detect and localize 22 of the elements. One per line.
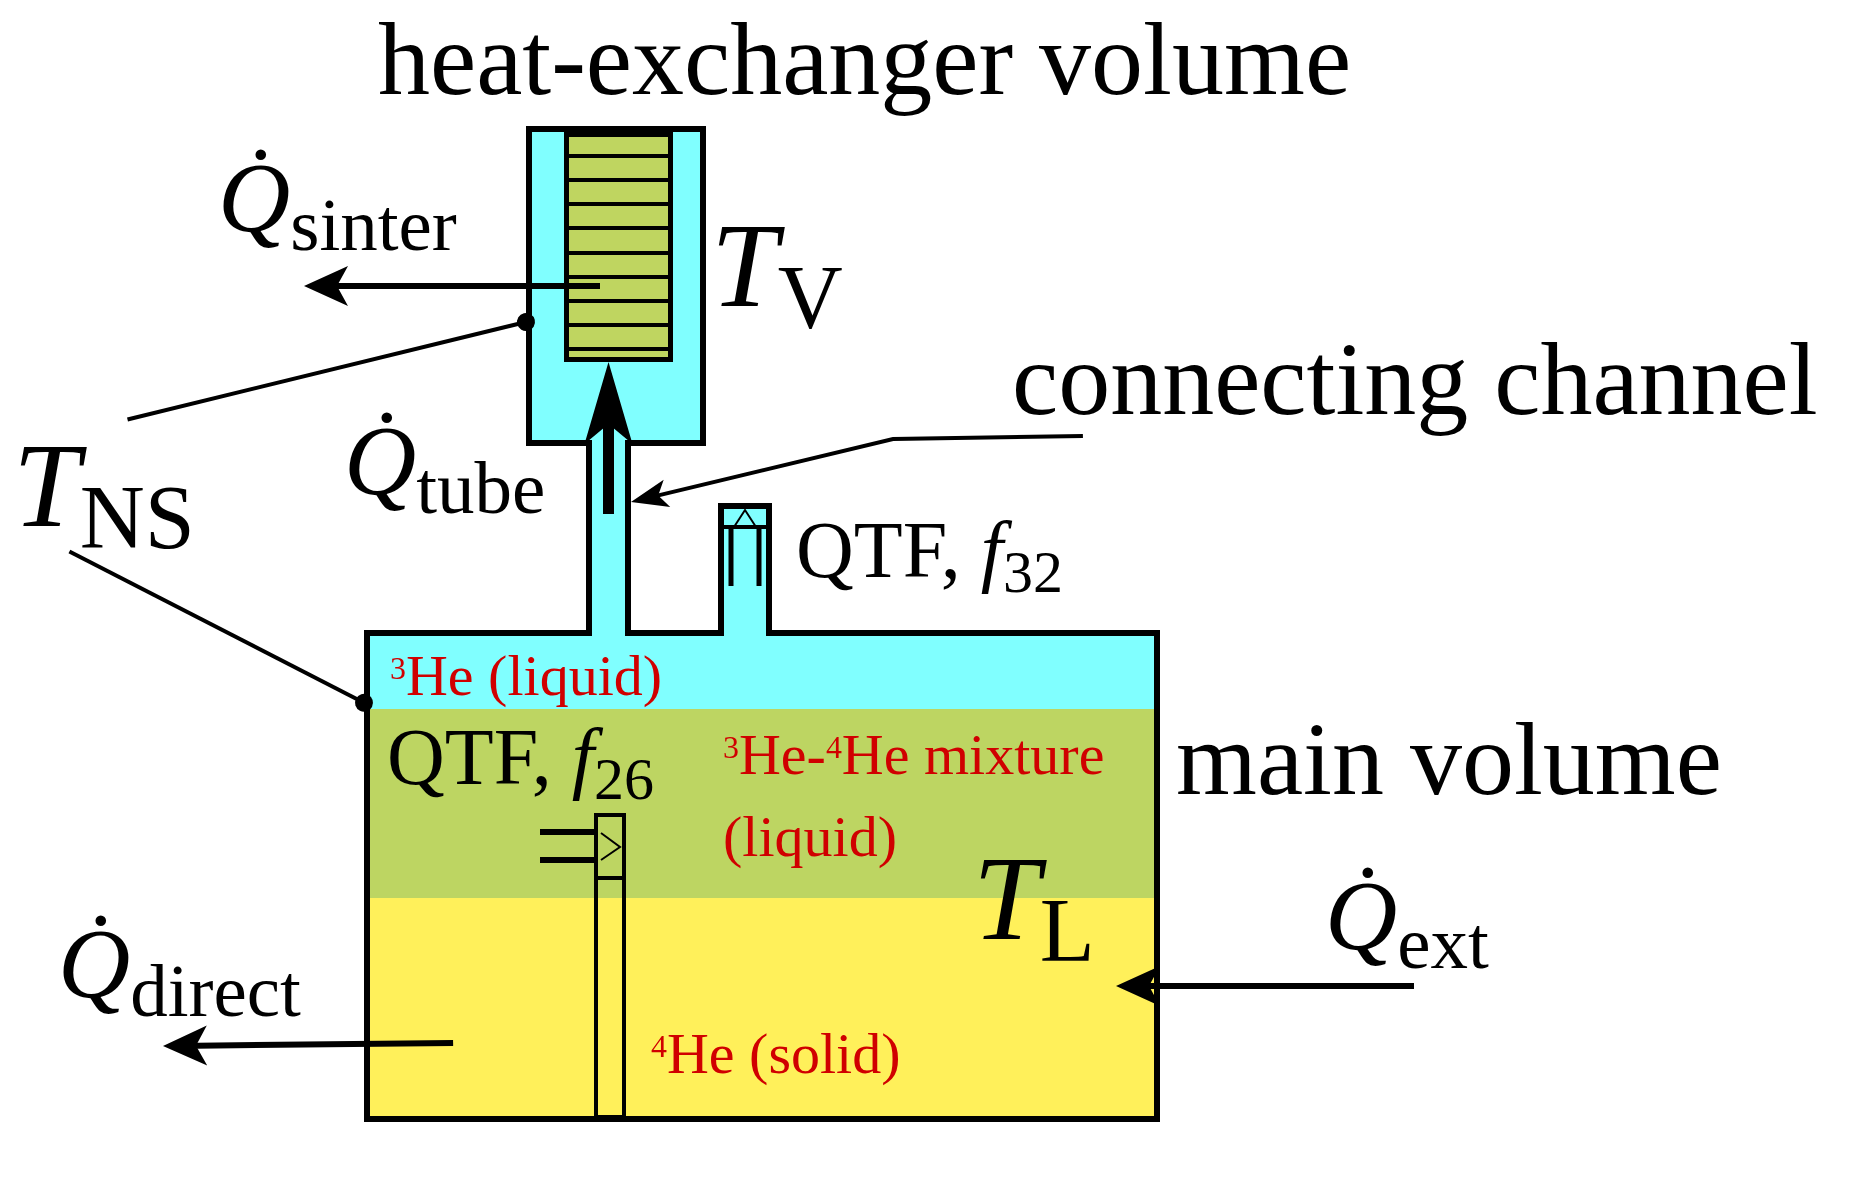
temperature-label: T$_{V}$ [711, 199, 843, 332]
chamber-title: main volume [1176, 701, 1722, 817]
layer-label: $^{3}$He (liquid) [390, 643, 663, 708]
sensor-label: QTF, f$_{32}$ [796, 506, 1063, 594]
layer-label: $^{4}$He (solid) [651, 1021, 901, 1086]
heat-flow-label: Q̇$_{tube}$ [344, 406, 546, 517]
heat-flow-label: Q̇$_{ext}$ [1325, 861, 1489, 972]
arrow [1116, 966, 1414, 1007]
arrow [304, 266, 600, 306]
sinter-stack [564, 132, 673, 362]
heat-flow-label: Q̇$_{direct}$ [58, 909, 301, 1020]
temperature-label: T$_{NS}$ [13, 419, 195, 552]
liquid-layer [370, 636, 1154, 709]
heat-flow-label: Q̇$_{sinter}$ [218, 143, 457, 254]
arrow [584, 362, 633, 515]
leader-line [68, 549, 373, 712]
chamber-title: heat-exchanger volume [378, 1, 1352, 117]
sensor-label: QTF, f$_{26}$ [387, 713, 654, 801]
callout-label: connecting channel [1012, 321, 1818, 437]
leader-line [127, 313, 535, 422]
leader-line [631, 434, 1083, 507]
arrow [163, 1025, 454, 1066]
